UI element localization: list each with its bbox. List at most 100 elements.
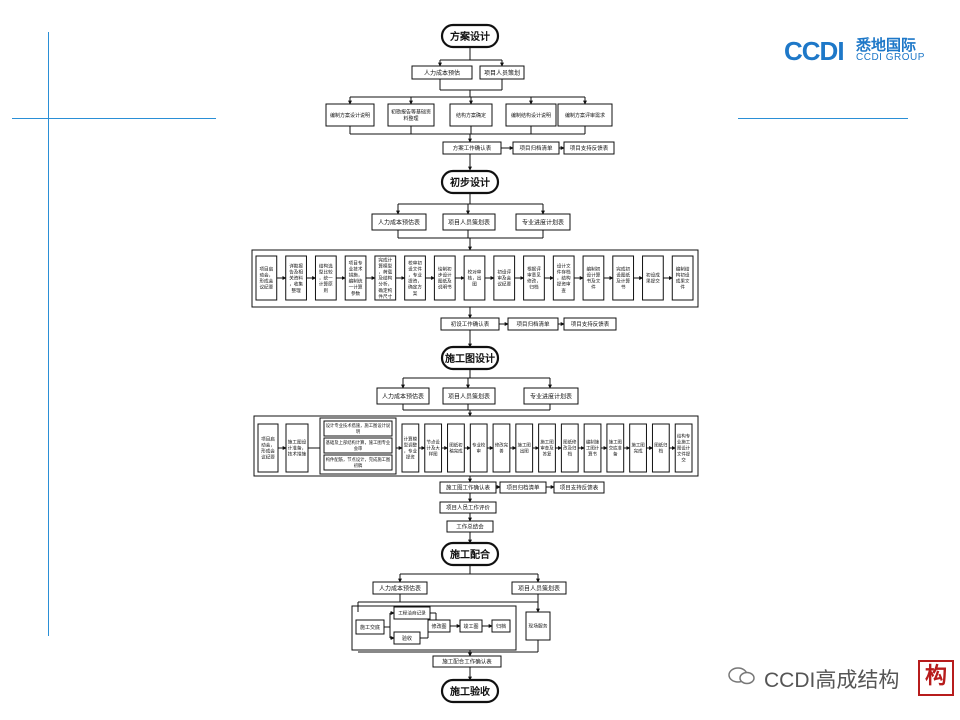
cd-output-archive bbox=[499, 481, 547, 494]
scheme-step-5 bbox=[557, 103, 613, 127]
scheme-input-staff-label: 项目人员策划 bbox=[484, 69, 520, 77]
cd-output-confirm bbox=[439, 481, 497, 494]
cd-input-staff-label: 项目人员策划表 bbox=[448, 392, 490, 400]
prelim-step-14-label: 初设成果提交 bbox=[646, 272, 660, 285]
scheme-step-3 bbox=[449, 103, 493, 127]
prelim-step-6-label: 校审初设文件，专业提资，确定方案 bbox=[408, 259, 422, 297]
support-step-archive bbox=[491, 619, 511, 633]
scheme-input-cost bbox=[411, 65, 473, 80]
prelim-step-3 bbox=[314, 255, 337, 301]
scheme-step-1-label: 编制方案设计说明 bbox=[330, 112, 370, 119]
prelim-step-13-label: 完成初设图纸及计算书 bbox=[616, 265, 630, 290]
cd-input-schedule bbox=[523, 387, 579, 405]
prelim-output-archive bbox=[507, 317, 559, 331]
prelim-step-3-label: 结构选型比较，统一计算原则 bbox=[319, 262, 333, 293]
stage-scheme-design bbox=[440, 23, 500, 49]
scheme-output-feedback bbox=[563, 141, 615, 155]
cd-step-7-label: 修改完善 bbox=[495, 442, 509, 455]
prelim-step-8-label: 校对审核，出图 bbox=[468, 268, 482, 287]
prelim-step-2 bbox=[285, 255, 307, 301]
cd-step-8-label: 施工图出图 bbox=[518, 442, 532, 455]
support-step-site-service-label: 现场服务 bbox=[528, 623, 547, 630]
cd-staff-evaluation bbox=[439, 501, 497, 514]
prelim-input-cost-label: 人力成本预估表 bbox=[378, 218, 420, 226]
cd-step-9-label: 施工图审查及答复 bbox=[540, 439, 554, 458]
prelim-output-feedback-label: 项目支持反馈表 bbox=[571, 320, 610, 328]
cd-step-10-label: 图纸修改及归档 bbox=[563, 439, 577, 458]
cd-step-12-label: 施工图交底准备 bbox=[609, 439, 623, 458]
cd-step-7 bbox=[492, 423, 511, 473]
support-output-confirm bbox=[432, 655, 502, 668]
cd-step-2-label: 施工图设计准备，技术措施 bbox=[288, 438, 307, 457]
cd-substep-1-label: 设计专业技术措施，施工图设计说明 bbox=[326, 422, 391, 435]
cd-summary-meeting bbox=[446, 520, 494, 533]
cd-step-11-label: 编制施工图计算书 bbox=[586, 439, 600, 458]
stage-acceptance bbox=[440, 678, 500, 704]
prelim-step-1 bbox=[255, 255, 278, 301]
support-step-as-built bbox=[459, 619, 483, 633]
support-step-revision bbox=[427, 619, 451, 633]
support-step-inspection-label: 验收 bbox=[402, 635, 412, 642]
cd-summary-meeting-label: 工作总结会 bbox=[456, 523, 484, 531]
scheme-output-confirm-label: 方案工作确认表 bbox=[453, 144, 492, 152]
prelim-step-7-label: 绘制初步设计图纸及说明书 bbox=[438, 265, 452, 290]
prelim-step-9-label: 初设评审及会议纪要 bbox=[497, 268, 511, 287]
scheme-output-archive bbox=[512, 141, 560, 155]
cd-input-staff bbox=[442, 387, 496, 405]
prelim-step-8 bbox=[463, 255, 486, 301]
cd-step-15-label: 结构专业施工图设计文件提交 bbox=[677, 433, 691, 464]
stage-preliminary-design-label: 初步设计 bbox=[450, 176, 490, 189]
prelim-step-7 bbox=[433, 255, 456, 301]
cd-input-cost bbox=[376, 387, 430, 405]
stage-acceptance-label: 施工验收 bbox=[450, 685, 490, 698]
stage-preliminary-design bbox=[440, 169, 500, 195]
prelim-step-11-label: 设计文件存档，结构提资审查 bbox=[557, 262, 571, 293]
cd-output-archive-label: 项目归档清单 bbox=[506, 484, 540, 492]
cd-input-schedule-label: 专业进度计划表 bbox=[530, 392, 572, 400]
logo-name-cn: 悉地国际 bbox=[856, 36, 917, 54]
support-step-briefing-label: 施工交底 bbox=[360, 624, 380, 631]
cd-step-6-label: 专业校审 bbox=[472, 442, 486, 455]
scheme-input-cost-label: 人力成本预估 bbox=[424, 69, 460, 77]
company-logo: CCDI 悉地国际 CCDI GROUP bbox=[784, 34, 944, 68]
prelim-input-schedule-label: 专业进度计划表 bbox=[522, 218, 564, 226]
cd-step-1-label: 项目启动会，形成会议纪要 bbox=[261, 435, 275, 460]
logo-name-en: CCDI GROUP bbox=[856, 52, 925, 63]
support-output-confirm-label: 施工配合工作确认表 bbox=[442, 658, 492, 666]
scheme-input-staff bbox=[479, 65, 525, 80]
cd-staff-evaluation-label: 项目人员工作评价 bbox=[446, 504, 491, 512]
cd-substep-2 bbox=[323, 437, 393, 454]
cd-step-3 bbox=[401, 423, 420, 473]
support-step-briefing bbox=[355, 619, 385, 635]
cd-step-10 bbox=[560, 423, 579, 473]
cd-step-13 bbox=[629, 423, 647, 473]
cd-step-15 bbox=[674, 423, 693, 473]
prelim-output-archive-label: 项目归档清单 bbox=[516, 320, 550, 328]
cd-substep-3-label: 构件配筋，节点设计，完成施工图初稿 bbox=[326, 456, 390, 469]
support-step-inspection bbox=[393, 631, 421, 645]
support-step-archive-label: 归档 bbox=[496, 623, 506, 630]
stage-scheme-design-label: 方案设计 bbox=[450, 30, 490, 43]
scheme-step-2-label: 初勘报告等基础资料整理 bbox=[391, 109, 431, 123]
logo-mark: CCDI bbox=[784, 36, 845, 66]
prelim-step-1-label: 项目启动会，形成会议纪要 bbox=[259, 265, 273, 290]
prelim-step-15-label: 编制结构初设成果文件 bbox=[676, 265, 690, 290]
scheme-step-3-label: 结构方案确定 bbox=[456, 112, 486, 119]
cd-substep-group bbox=[319, 417, 397, 475]
cd-substep-3 bbox=[323, 454, 393, 471]
cd-steps-container bbox=[253, 415, 699, 477]
cd-output-feedback-label: 项目支持反馈表 bbox=[560, 484, 599, 492]
support-step-as-built-label: 竣工图 bbox=[463, 623, 478, 630]
scheme-step-2 bbox=[387, 103, 435, 127]
prelim-input-cost bbox=[371, 213, 427, 231]
stage-construction-drawing bbox=[440, 345, 500, 371]
cd-step-14 bbox=[651, 423, 670, 473]
support-step-change-record-label: 工程洽商记录 bbox=[398, 610, 426, 617]
cd-output-feedback bbox=[553, 481, 605, 494]
cd-step-9 bbox=[538, 423, 556, 473]
prelim-step-12-label: 编制初设计算书及文件 bbox=[587, 265, 601, 290]
scheme-step-1 bbox=[325, 103, 375, 127]
cd-step-4 bbox=[424, 423, 443, 473]
cd-step-5-label: 图纸初稿完成 bbox=[449, 442, 463, 455]
prelim-step-6 bbox=[404, 255, 426, 301]
